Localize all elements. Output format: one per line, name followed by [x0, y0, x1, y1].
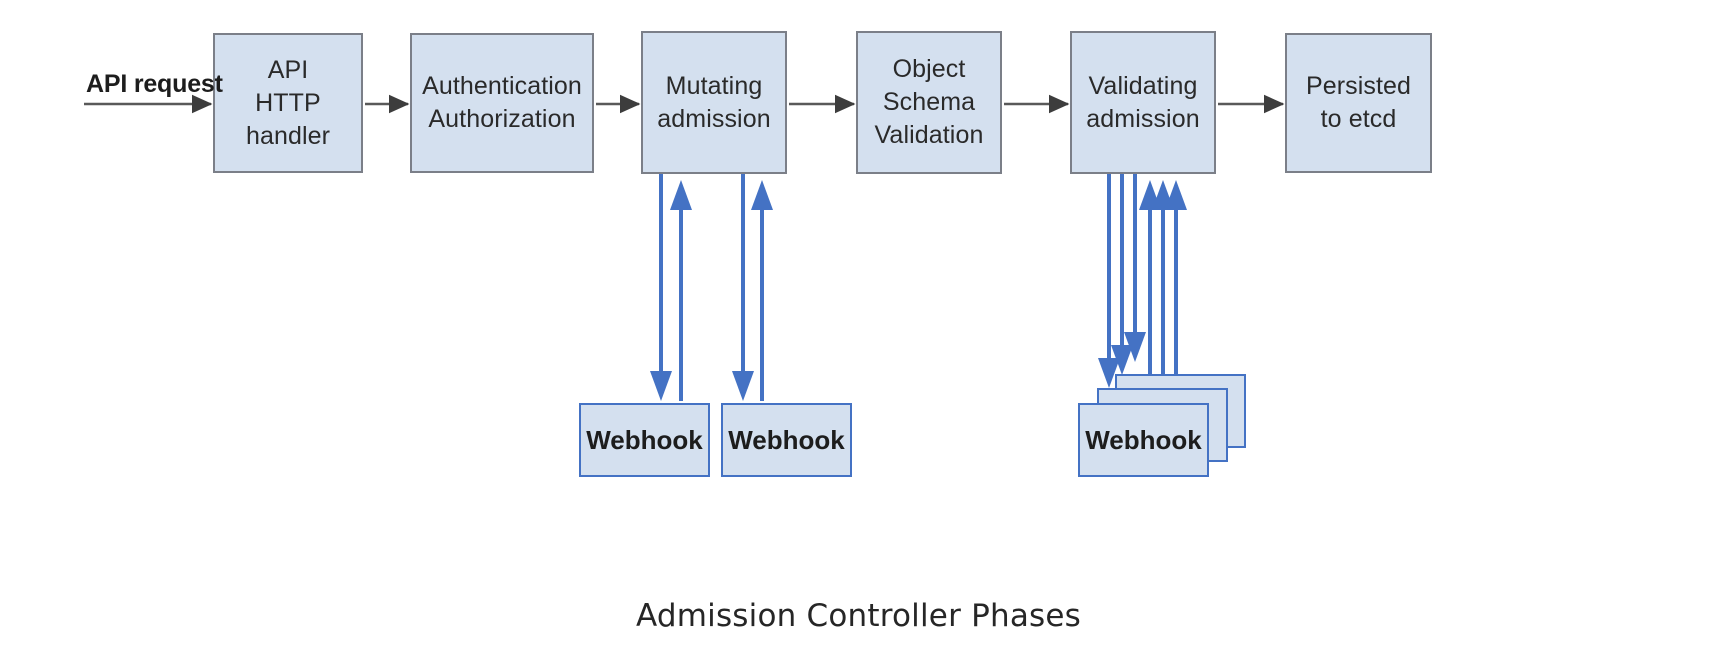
webhook-up-arrow-validating-2	[1152, 180, 1174, 401]
phase-box-label-line: Schema	[882, 88, 976, 116]
phase-box-label-line: handler	[245, 121, 331, 150]
webhook-down-arrow-validating-3	[1124, 174, 1146, 362]
phase-box-label-line: admission	[657, 104, 771, 133]
webhook-box-label: Webhook	[586, 424, 703, 455]
webhook-box-mutating-webhook-2: Webhook	[721, 403, 852, 477]
webhook-down-arrow-validating-2	[1111, 174, 1133, 375]
phase-box-validating-admission: Validating admission	[1070, 31, 1216, 174]
webhook-up-arrow-validating-1	[1139, 180, 1161, 401]
phase-box-label-line: Persisted	[1305, 72, 1412, 100]
webhook-down-arrow-mutating-webhook-2	[732, 174, 754, 401]
phase-box-label-line: Object	[892, 55, 966, 83]
webhook-box-label: Webhook	[1085, 424, 1202, 455]
phase-box-label-line: API	[267, 55, 309, 84]
phase-box-label: Persisted to etcd	[1287, 70, 1430, 136]
phase-box-label-line: Validating	[1088, 71, 1198, 100]
phase-box-label: Mutating admission	[643, 70, 785, 136]
phase-box-label: API HTTP handler	[215, 54, 361, 153]
phase-box-persisted-to-etcd: Persisted to etcd	[1285, 33, 1432, 173]
phase-box-label-line: Mutating	[665, 71, 763, 100]
phase-box-label-line: Authentication	[422, 72, 582, 100]
webhook-up-arrow-mutating-webhook-1	[670, 180, 692, 401]
webhook-box-label: Webhook	[728, 424, 845, 455]
phase-box-mutating-admission: Mutating admission	[641, 31, 787, 174]
phase-box-label-line: admission	[1086, 104, 1200, 133]
webhook-up-arrow-validating-3	[1165, 180, 1187, 401]
diagram-caption: Admission Controller Phases	[636, 598, 1081, 634]
webhook-box-validating-webhook-stack: Webhook	[1078, 403, 1209, 477]
webhook-down-arrow-mutating-webhook-1	[650, 174, 672, 401]
phase-box-api-http-handler: API HTTP handler	[213, 33, 363, 173]
api-request-label: API request	[86, 70, 223, 98]
webhook-arrow-group	[650, 174, 1187, 401]
phase-box-label-line: Validation	[874, 121, 984, 149]
webhook-down-arrow-validating-1	[1098, 174, 1120, 388]
webhook-box-mutating-webhook-1: Webhook	[579, 403, 710, 477]
phase-box-label-line: HTTP	[255, 88, 321, 117]
phase-box-label-line: Authorization	[428, 105, 576, 133]
phase-box-label-line: to etcd	[1320, 105, 1397, 133]
webhook-up-arrow-mutating-webhook-2	[751, 180, 773, 401]
phase-box-label: Validating admission	[1072, 70, 1214, 136]
